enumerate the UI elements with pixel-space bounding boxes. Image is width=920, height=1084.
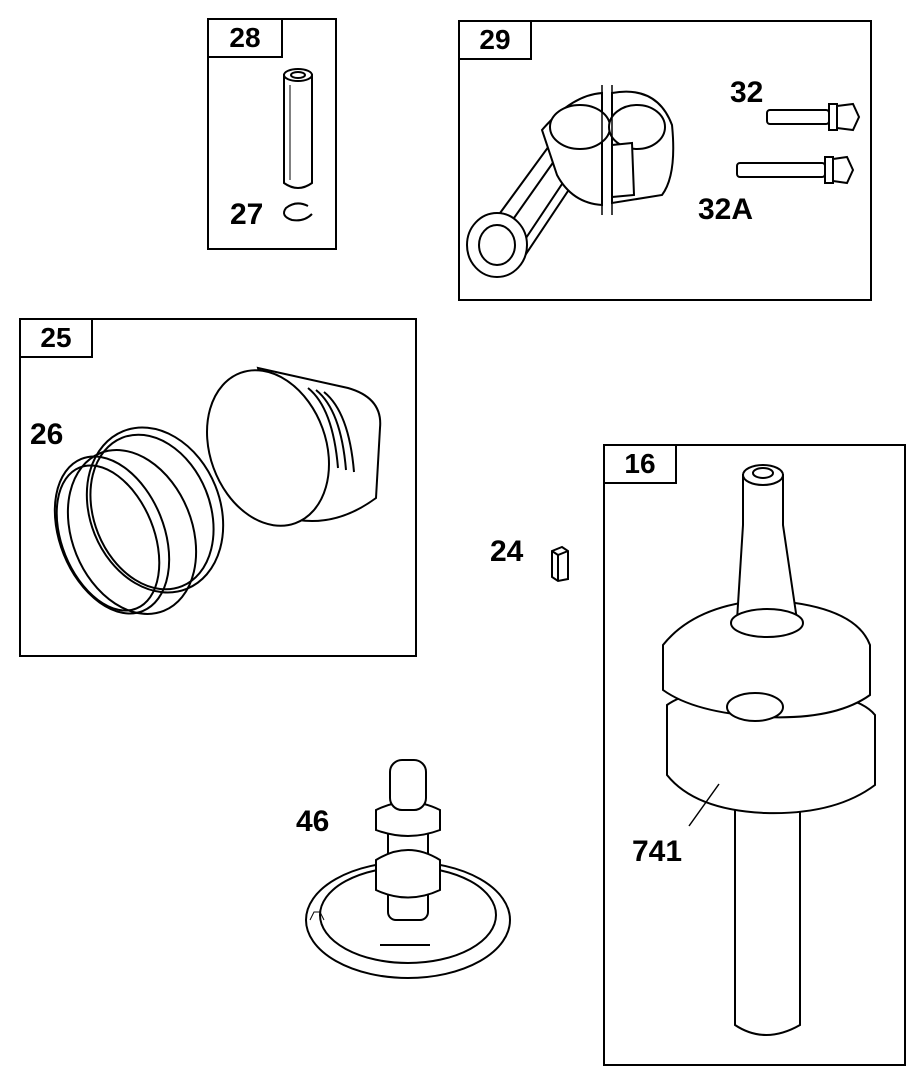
group-box-16: 16 — [603, 444, 906, 1066]
callout-24: 24 — [490, 535, 524, 568]
piston-pin-drawing — [270, 65, 330, 195]
retaining-clip-drawing — [278, 200, 318, 226]
callout-46: 46 — [296, 805, 330, 838]
group-number-16: 16 — [603, 444, 677, 484]
rod-bolt-32a-drawing — [735, 152, 860, 188]
connecting-rod-drawing — [462, 85, 692, 285]
group-number-29: 29 — [458, 20, 532, 60]
group-box-29: 29 — [458, 20, 872, 301]
group-box-28: 28 — [207, 18, 337, 250]
group-number-25: 25 — [19, 318, 93, 358]
piston-drawing — [198, 348, 388, 528]
group-number-28: 28 — [207, 18, 283, 58]
callout-27: 27 — [230, 198, 264, 231]
crankshaft-drawing — [655, 455, 885, 1045]
callout-32: 32 — [730, 76, 764, 109]
leader-line-741 — [685, 780, 725, 830]
camshaft-gear-drawing — [300, 750, 520, 980]
callout-26: 26 — [30, 418, 64, 451]
group-box-25: 25 — [19, 318, 417, 657]
callout-741: 741 — [632, 835, 683, 868]
piston-rings-drawing — [40, 420, 240, 630]
key-24-drawing — [548, 545, 572, 583]
callout-32a: 32A — [698, 193, 754, 226]
rod-bolt-32-drawing — [765, 100, 865, 134]
